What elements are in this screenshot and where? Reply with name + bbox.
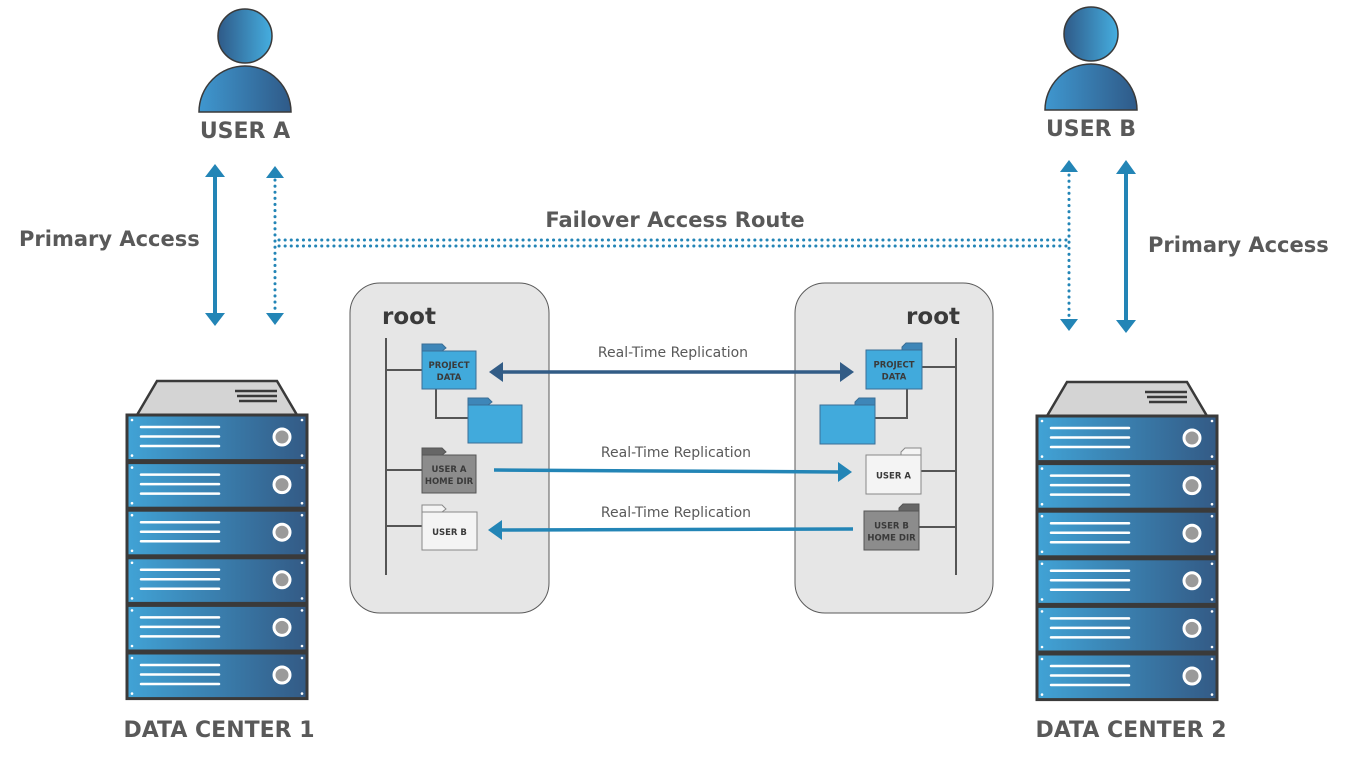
power-button-icon	[1182, 618, 1202, 638]
right-directory-tree: root PROJECT DATA USER A USER B HOME DIR	[794, 282, 994, 614]
server-unit	[1035, 604, 1219, 654]
failover-label: Failover Access Route	[545, 208, 804, 232]
server-unit	[125, 651, 309, 701]
failover-arrowhead	[266, 313, 284, 325]
failover-arrowhead	[266, 166, 284, 178]
server-unit	[125, 556, 309, 605]
folder-project-data[interactable]: PROJECT DATA	[865, 342, 923, 390]
power-button-icon	[1182, 428, 1202, 448]
failover-route	[273, 173, 1071, 322]
user-icon	[1044, 6, 1138, 111]
replication-arrow-user-b	[488, 520, 854, 540]
power-button-icon	[1182, 666, 1202, 686]
server-unit	[1035, 557, 1219, 606]
left-directory-tree: root PROJECT DATA USER A HOME DIR USER B	[349, 282, 550, 614]
data-center-1-server	[125, 379, 309, 701]
folder-subfolder[interactable]	[819, 397, 876, 445]
folder-label: DATA	[437, 373, 462, 383]
server-unit	[1035, 462, 1219, 511]
power-button-icon	[272, 427, 292, 447]
power-button-icon	[1182, 523, 1202, 543]
folder-label: USER A	[876, 472, 911, 482]
server-unit	[1035, 652, 1219, 702]
power-button-icon	[1182, 571, 1202, 591]
folder-label: PROJECT	[428, 361, 469, 371]
user-icon	[198, 8, 292, 113]
server-unit	[125, 461, 309, 510]
server-unit	[125, 603, 309, 653]
power-button-icon	[272, 522, 292, 542]
power-button-icon	[272, 570, 292, 590]
folder-label: USER B	[432, 528, 467, 538]
folder-label: PROJECT	[873, 361, 914, 371]
user-a-label: USER A	[200, 119, 290, 144]
folder-label: DATA	[882, 373, 907, 383]
root-label: root	[382, 304, 436, 330]
server-unit	[1035, 414, 1219, 464]
server-unit	[125, 413, 309, 463]
primary-access-label-right: Primary Access	[1148, 233, 1329, 257]
user-a: USER A	[198, 8, 292, 144]
folder-label: USER A	[432, 465, 467, 475]
folder-subfolder[interactable]	[467, 397, 523, 444]
failover-arrowhead	[1060, 160, 1078, 172]
replication-arrow-user-a	[493, 462, 852, 482]
power-button-icon	[272, 665, 292, 685]
primary-access-arrow-right	[1116, 160, 1136, 333]
replication-label-3: Real-Time Replication	[601, 505, 751, 521]
replication-label-2: Real-Time Replication	[601, 445, 751, 461]
folder-user-b[interactable]: USER B	[421, 504, 478, 551]
replication-label-1: Real-Time Replication	[598, 345, 748, 361]
server-unit	[125, 508, 309, 558]
power-button-icon	[272, 617, 292, 637]
folder-user-b-home-dir[interactable]: USER B HOME DIR	[863, 503, 920, 551]
folder-label: USER B	[874, 522, 909, 532]
primary-access-label-left: Primary Access	[19, 227, 200, 251]
root-label: root	[906, 304, 960, 330]
failover-arrowhead	[1060, 319, 1078, 331]
replication-arrow-project-data	[489, 362, 854, 382]
folder-label: HOME DIR	[867, 534, 916, 544]
power-button-icon	[1182, 476, 1202, 496]
primary-access-arrow-left	[205, 164, 225, 326]
folder-project-data[interactable]: PROJECT DATA	[421, 343, 477, 390]
power-button-icon	[272, 475, 292, 495]
folder-label: HOME DIR	[425, 477, 474, 487]
data-center-1-label: DATA CENTER 1	[123, 718, 314, 743]
user-b-label: USER B	[1046, 117, 1136, 142]
folder-user-a[interactable]: USER A	[865, 447, 922, 495]
server-unit	[1035, 509, 1219, 559]
data-center-2-server	[1035, 380, 1219, 702]
user-b: USER B	[1044, 6, 1138, 142]
folder-user-a-home-dir[interactable]: USER A HOME DIR	[421, 447, 477, 494]
data-center-2-label: DATA CENTER 2	[1035, 718, 1226, 743]
